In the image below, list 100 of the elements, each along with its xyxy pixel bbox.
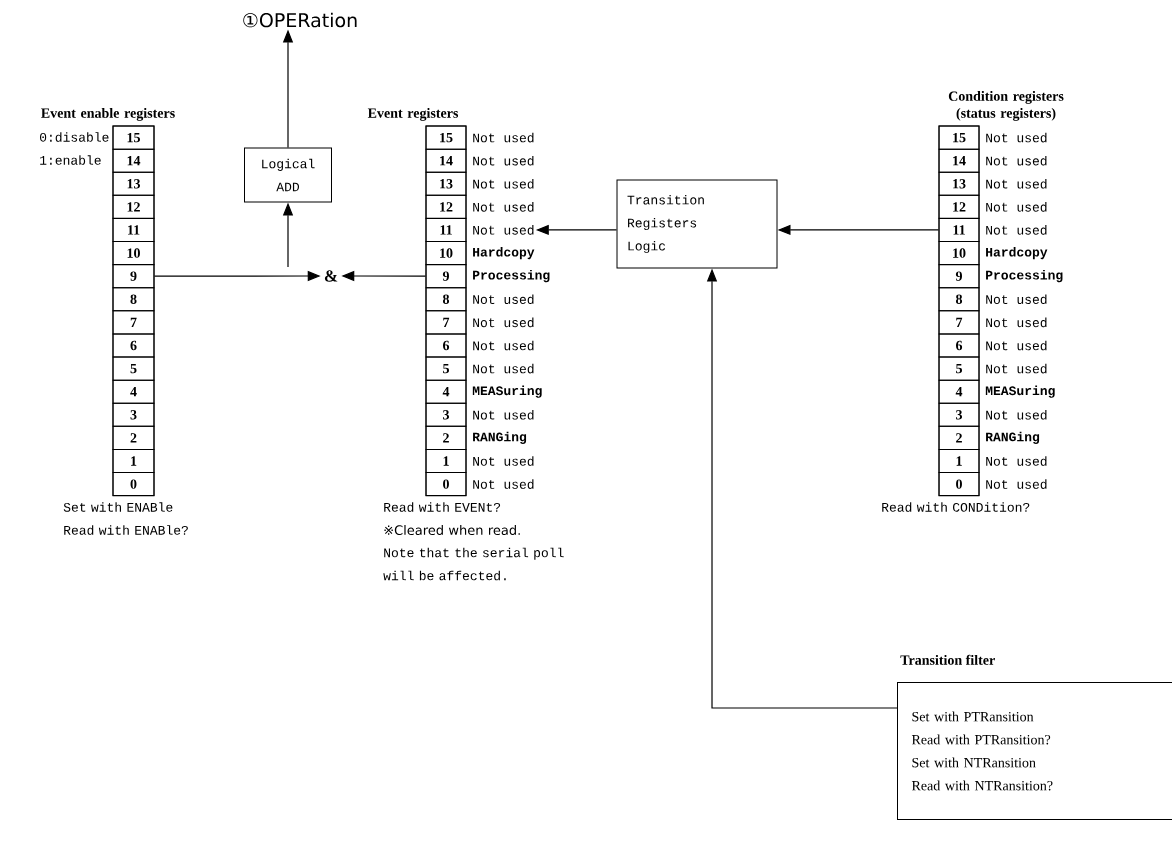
register-cell: 14	[112, 148, 155, 173]
node-label: Read with NTRansition?	[911, 780, 1053, 791]
register-cell: 5	[938, 356, 980, 381]
register-cell: 13	[112, 171, 155, 196]
bit-label: Not used	[986, 317, 1047, 328]
register-cell: 12	[425, 194, 467, 219]
filter-heading: Transition filter	[900, 654, 995, 665]
register-cell: 4	[425, 379, 467, 404]
register-cell: 13	[425, 171, 467, 196]
node-label: Read with PTRansition?	[911, 734, 1051, 745]
register-cell: 2	[938, 425, 980, 450]
filter-box: Set with PTRansition Read with PTRansition? Set with NTRansition Read with NTRansition?	[897, 682, 1172, 820]
register-cell: 13	[938, 171, 980, 196]
bit-label: Not used	[473, 202, 534, 212]
register-cell: 4	[112, 379, 155, 404]
register-cell: 6	[938, 333, 980, 358]
register-cell: 6	[425, 333, 467, 358]
register-heading: Condition registers (status registers)	[948, 91, 1064, 121]
bit-label: Not used	[986, 202, 1047, 212]
bit-label: Not used	[473, 340, 534, 351]
register-note: Read with CONDition?	[882, 502, 1030, 512]
bit-label: Processing	[986, 270, 1063, 283]
bit-label: Not used	[986, 225, 1047, 235]
register-cell: 15	[938, 125, 980, 150]
register-cell: 1	[938, 448, 980, 474]
register-cell: 8	[938, 287, 980, 312]
register-cell: 4	[938, 379, 980, 404]
register-cell: 3	[112, 402, 155, 427]
register-cell: 11	[425, 217, 467, 242]
register-cell: 11	[938, 217, 980, 242]
register-cell: 6	[112, 333, 155, 358]
register-cell: 9	[425, 264, 467, 289]
bit-label: Not used	[473, 456, 534, 466]
register-cell: 15	[425, 125, 467, 150]
register-cell: 8	[112, 287, 155, 312]
register-cell: 9	[112, 264, 155, 289]
register-cell: 14	[938, 148, 980, 173]
logic-box: Transition Registers Logic	[616, 179, 778, 269]
register-cell: 7	[112, 310, 155, 335]
bit-label: Not used	[986, 410, 1047, 420]
register-cell: 9	[938, 264, 980, 289]
bit-label: Not used	[473, 155, 534, 166]
bit-label: Not used	[473, 317, 534, 328]
register-cell: 14	[425, 148, 467, 173]
and-symbol: &	[324, 270, 338, 282]
register-note: ※Cleared when read.	[384, 524, 520, 536]
register-cell: 2	[425, 425, 467, 450]
register-note: Read with EVENt?	[384, 502, 501, 512]
bit-label: Not used	[473, 410, 534, 420]
register-cell: 3	[425, 402, 467, 427]
register-cell: 7	[425, 310, 467, 335]
bit-label: Hardcopy	[473, 247, 535, 260]
bit-label: Not used	[473, 132, 534, 143]
register-cell: 3	[938, 402, 980, 427]
register-cell: 0	[112, 472, 155, 497]
register-cell: 8	[425, 287, 467, 312]
register-cell: 15	[112, 125, 155, 150]
bit-label: Hardcopy	[986, 247, 1048, 260]
bit-label: Not used	[986, 179, 1047, 189]
logic-box: Logical ADD	[244, 147, 332, 203]
register-cell: 1	[425, 448, 467, 474]
register-cell: 1	[112, 448, 155, 474]
bit-label: MEASuring	[472, 385, 542, 398]
register-cell: 12	[112, 194, 155, 219]
register-cell: 7	[938, 310, 980, 335]
bit-label: Not used	[473, 179, 534, 189]
bit-label: Processing	[473, 270, 550, 283]
register-cell: 0	[938, 472, 980, 497]
bit-label: Not used	[473, 479, 534, 489]
register-note: Note that the serial poll will be affected.	[383, 547, 564, 581]
register-cell: 11	[112, 217, 155, 242]
bit-label: Not used	[986, 363, 1047, 374]
register-note: 1:enable	[40, 155, 101, 165]
bit-label: RANGing	[473, 431, 527, 444]
register-cell: 10	[112, 241, 155, 266]
register-note: Read with ENABle?	[64, 525, 188, 535]
register-cell: 5	[425, 356, 467, 381]
register-note: Set with ENABle	[63, 502, 173, 512]
register-cell: 10	[938, 241, 980, 266]
bit-label: Not used	[473, 363, 534, 374]
bit-label: MEASuring	[985, 385, 1055, 398]
node-label: Set with PTRansition	[912, 711, 1034, 722]
bit-label: RANGing	[986, 431, 1040, 444]
register-heading: Event enable registers	[41, 108, 175, 121]
register-cell: 2	[112, 425, 155, 450]
bit-label: Not used	[986, 340, 1047, 351]
bit-label: Not used	[473, 294, 534, 304]
status-title: ①OPERation	[243, 12, 357, 28]
register-cell: 0	[425, 472, 467, 497]
bit-label: Not used	[986, 456, 1047, 466]
bit-label: Not used	[986, 132, 1047, 143]
register-note: 0:disable	[40, 132, 109, 142]
register-cell: 12	[938, 194, 980, 219]
bit-label: Not used	[986, 155, 1047, 166]
register-heading: Event registers	[367, 108, 459, 121]
node-label: Set with NTRansition	[912, 757, 1036, 768]
bit-label: Not used	[473, 225, 534, 235]
register-cell: 5	[112, 356, 155, 381]
register-cell: 10	[425, 241, 467, 266]
bit-label: Not used	[986, 479, 1047, 489]
